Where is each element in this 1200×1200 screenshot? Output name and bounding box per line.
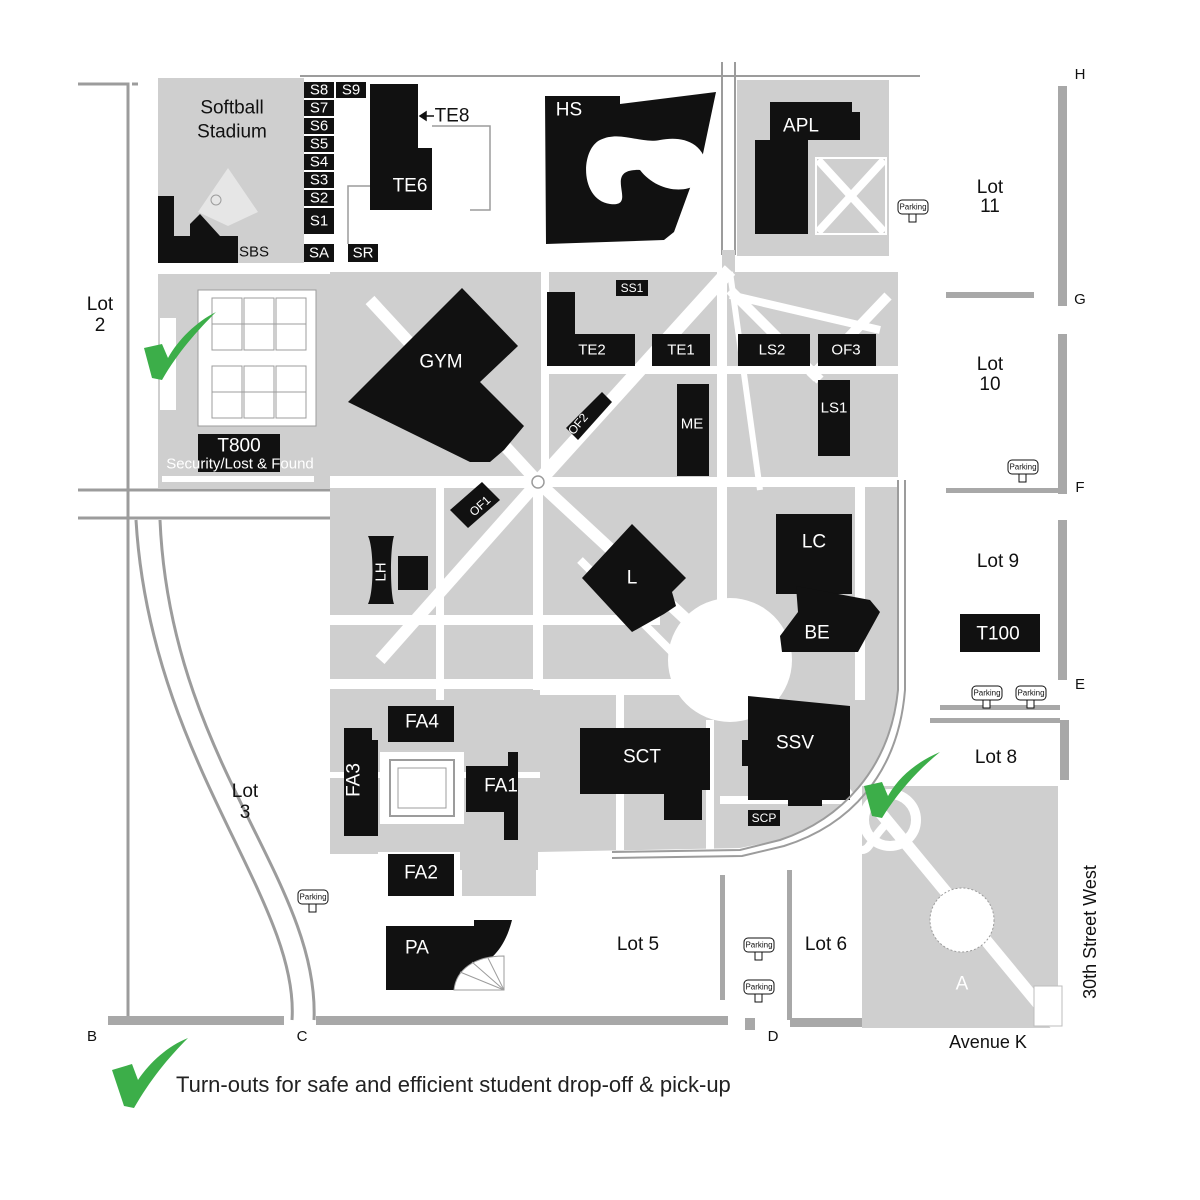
- ls2-label: LS2: [759, 342, 786, 359]
- lot11-label-line1: Lot: [977, 177, 1004, 198]
- lot11-label-line2: 11: [980, 196, 1000, 217]
- svg-text:Parking: Parking: [1009, 463, 1036, 472]
- parking-sign-icon: Parking: [897, 199, 929, 223]
- sbs-label: SBS: [239, 244, 269, 261]
- lh-label: LH: [373, 562, 390, 581]
- sa-label: SA: [309, 245, 329, 262]
- corner-d-label: D: [768, 1028, 779, 1045]
- corner-h-label: H: [1075, 66, 1086, 83]
- s6-label: S6: [310, 118, 328, 135]
- s-column: [304, 82, 378, 262]
- te6-label: TE6: [393, 176, 428, 197]
- hs-building: [545, 92, 716, 244]
- svg-text:Parking: Parking: [899, 203, 926, 212]
- roads: [78, 62, 920, 1021]
- te8-label: TE8: [435, 106, 470, 127]
- parking-sign-icon: Parking: [297, 889, 329, 913]
- svg-text:Parking: Parking: [745, 941, 772, 950]
- lot2-label-line2: 2: [95, 315, 106, 336]
- apl-label: APL: [783, 116, 819, 137]
- s5-label: S5: [310, 136, 328, 153]
- t800-label: T800: [217, 436, 260, 457]
- sr-label: SR: [353, 245, 374, 262]
- s2-label: S2: [310, 190, 328, 207]
- s3-label: S3: [310, 172, 328, 189]
- ls1-label: LS1: [821, 400, 848, 417]
- avenue-k-label: Avenue K: [949, 1032, 1027, 1052]
- a-label: A: [956, 974, 969, 995]
- te1-label: TE1: [667, 342, 695, 359]
- lot10-label-line2: 10: [979, 374, 1000, 395]
- corner-labels: B C D E F G H: [87, 66, 1086, 1045]
- tennis-courts: [158, 274, 330, 488]
- parking-sign-icon: Parking: [743, 937, 775, 961]
- lot8-label: Lot 8: [975, 747, 1017, 768]
- softball-stadium-label-line2: Stadium: [197, 122, 267, 143]
- parking-sign-icon: Parking: [743, 979, 775, 1003]
- softball-stadium-area: [158, 78, 304, 263]
- svg-text:Parking: Parking: [299, 893, 326, 902]
- svg-text:Parking: Parking: [745, 983, 772, 992]
- s8-label: S8: [310, 82, 328, 99]
- softball-stadium-label-line1: Softball: [200, 98, 263, 119]
- corner-b-label: B: [87, 1028, 97, 1045]
- corner-c-label: C: [297, 1028, 308, 1045]
- lot6-label: Lot 6: [805, 934, 847, 955]
- fa4-label: FA4: [405, 712, 439, 733]
- te6-te8: [347, 84, 491, 244]
- lot9-label: Lot 9: [977, 551, 1019, 572]
- road-bars: [108, 86, 1069, 1030]
- corner-e-label: E: [1075, 676, 1085, 693]
- fa2-label: FA2: [404, 863, 438, 884]
- parking-sign-icon: Parking: [1007, 459, 1039, 483]
- l-label: L: [627, 568, 638, 589]
- checkmark-icon: [864, 752, 940, 818]
- s4-label: S4: [310, 154, 328, 171]
- fa-courtyard: [380, 752, 464, 824]
- lot5-label: Lot 5: [617, 934, 659, 955]
- te2-label: TE2: [578, 342, 606, 359]
- hs-label: HS: [556, 100, 582, 121]
- lot-labels: Lot 2 Lot 3 Lot 5 Lot 6 Lot 8 Lot 9 Lot …: [87, 177, 1019, 955]
- fa3-label: FA3: [344, 763, 365, 797]
- security-label: Security/Lost & Found: [166, 456, 314, 473]
- me-label: ME: [681, 416, 704, 433]
- s7-label: S7: [310, 100, 328, 117]
- lot10-label-line1: Lot: [977, 354, 1004, 375]
- checkmark-icon: [112, 1038, 188, 1108]
- parking-signs: Parking Parking Parking Parking Parking …: [297, 199, 1047, 1003]
- lot3-label-line1: Lot: [232, 781, 259, 802]
- corner-g-label: G: [1074, 291, 1086, 308]
- sct-label: SCT: [623, 747, 661, 768]
- parking-sign-icon: Parking: [1015, 685, 1047, 709]
- lc-label: LC: [802, 532, 826, 553]
- of3-label: OF3: [831, 342, 860, 359]
- be-label: BE: [804, 623, 829, 644]
- scp-label: SCP: [752, 811, 777, 825]
- gym-label: GYM: [419, 352, 462, 373]
- ss1-label: SS1: [621, 281, 644, 295]
- lot2-label-line1: Lot: [87, 294, 114, 315]
- pa-stairs: [453, 955, 505, 991]
- apl-block: [737, 80, 889, 256]
- ssv-label: SSV: [776, 733, 814, 754]
- t100-label: T100: [976, 624, 1019, 645]
- svg-text:Parking: Parking: [1017, 689, 1044, 698]
- s9-label: S9: [342, 82, 360, 99]
- fa1-label: FA1: [484, 776, 518, 797]
- lot3-label-line2: 3: [240, 802, 251, 823]
- thirtieth-street-label: 30th Street West: [1080, 865, 1100, 999]
- a-plaza: [859, 786, 1065, 1034]
- s1-label: S1: [310, 213, 328, 230]
- corner-f-label: F: [1075, 479, 1084, 496]
- checkmark-icon: [144, 312, 216, 380]
- legend-text: Turn-outs for safe and efficient student…: [176, 1072, 731, 1097]
- svg-text:Parking: Parking: [973, 689, 1000, 698]
- pa-label: PA: [405, 938, 429, 959]
- parking-sign-icon: Parking: [971, 685, 1003, 709]
